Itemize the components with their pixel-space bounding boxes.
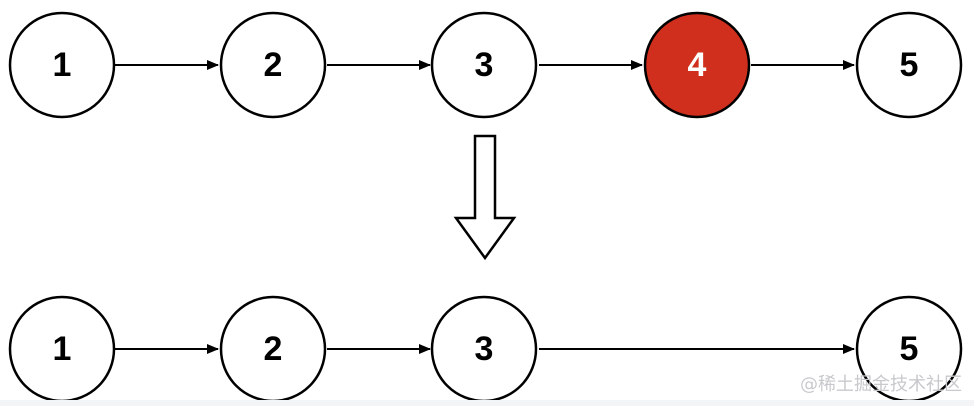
node-circle-highlighted [643,11,751,119]
node-circle [219,11,327,119]
before-node-1: 1 [8,11,116,119]
before-node-2: 2 [219,11,327,119]
node-label: 1 [53,330,72,368]
node-label: 1 [53,46,72,84]
node-circle [8,11,116,119]
before-list: 1 2 3 4 5 [8,11,963,119]
node-label: 2 [264,330,283,368]
node-label: 3 [475,330,494,368]
node-label: 5 [900,330,919,368]
node-label: 3 [475,46,494,84]
after-node-2: 2 [219,295,327,403]
node-label: 4 [688,46,707,84]
bottom-bar [0,400,974,406]
node-label: 5 [900,46,919,84]
transition-down-arrow-icon [453,134,517,261]
before-node-4-highlighted: 4 [643,11,751,119]
node-label: 2 [264,46,283,84]
after-node-1: 1 [8,295,116,403]
node-circle [855,11,963,119]
before-node-5: 5 [855,11,963,119]
before-node-3: 3 [430,11,538,119]
node-circle [430,11,538,119]
after-node-3: 3 [430,295,538,403]
watermark: @稀土掘金技术社区 [800,374,962,395]
